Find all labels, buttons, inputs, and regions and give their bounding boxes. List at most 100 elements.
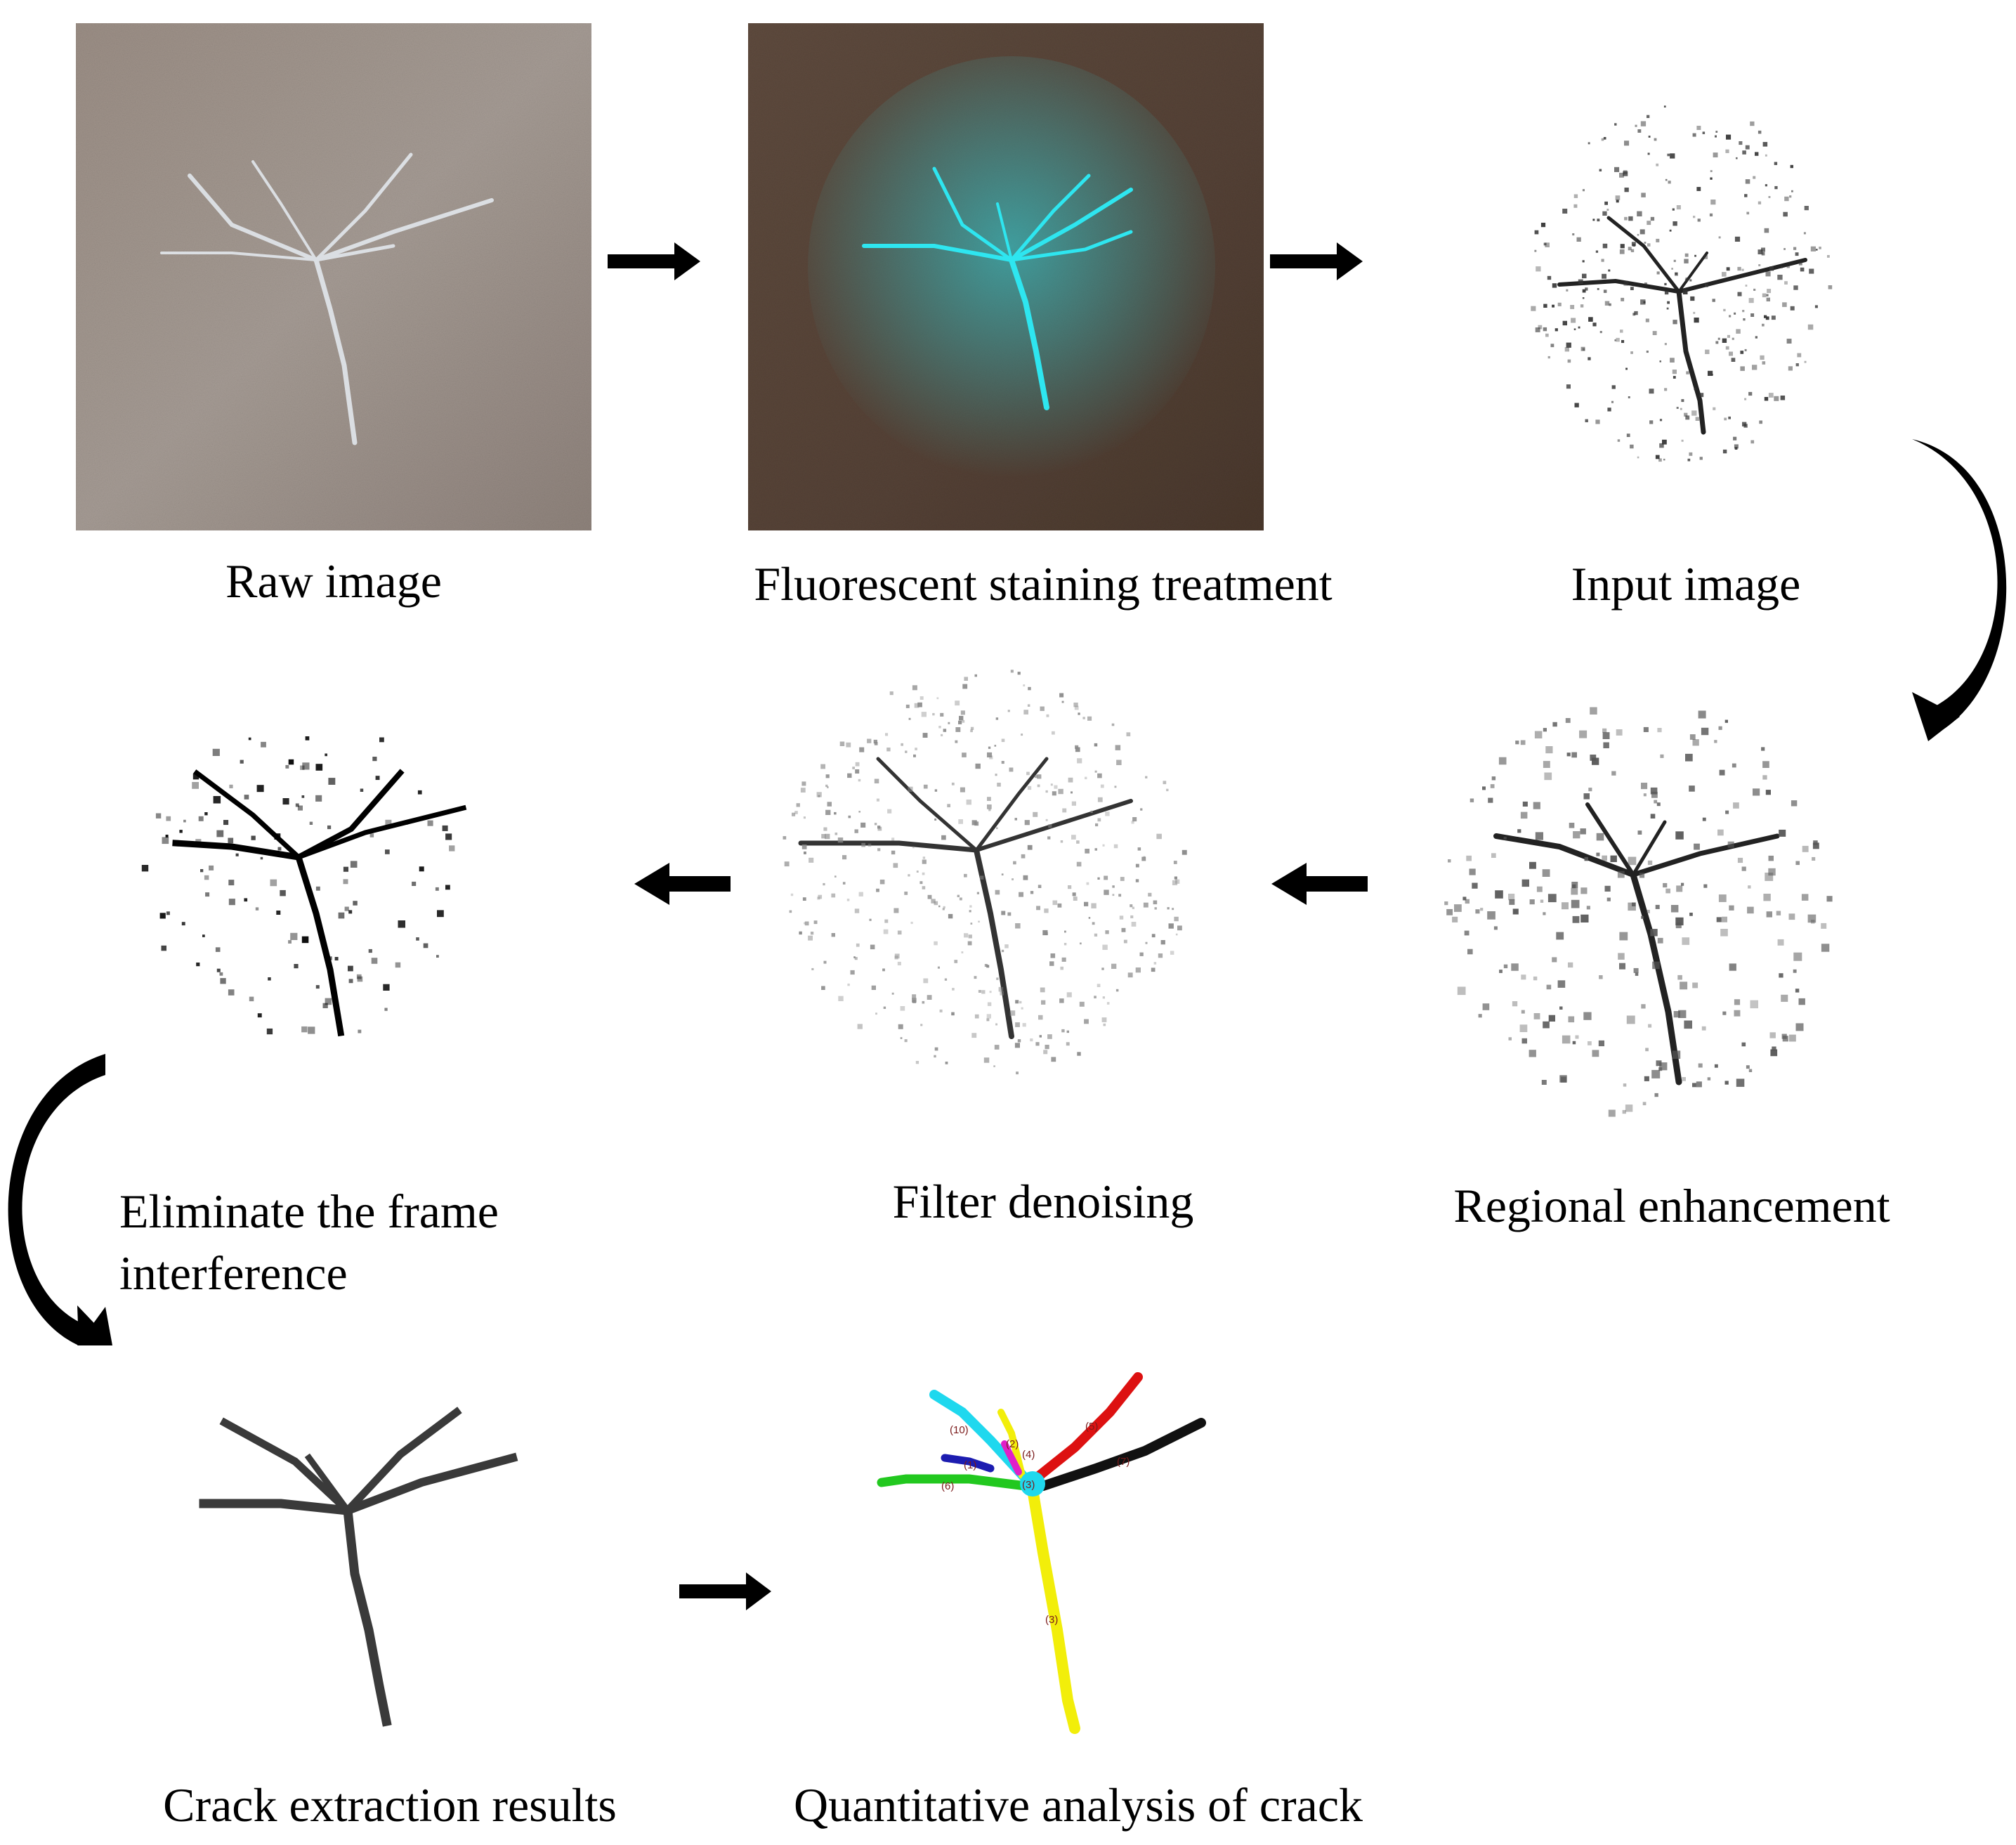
noise-speck [1027, 845, 1033, 850]
noise-speck [1105, 930, 1109, 934]
noise-speck [1114, 785, 1117, 788]
noise-speck [905, 750, 908, 753]
noise-speck [1075, 745, 1079, 749]
noise-speck [1508, 1037, 1512, 1041]
noise-speck [837, 837, 844, 843]
noise-speck [1050, 953, 1056, 958]
noise-speck [995, 1023, 997, 1026]
noise-speck [1637, 211, 1642, 216]
noise-speck [1643, 726, 1649, 732]
noise-speck [1586, 906, 1590, 910]
noise-speck [1015, 1000, 1019, 1004]
noise-speck [1759, 420, 1762, 424]
noise-speck [1698, 1063, 1703, 1068]
noise-speck [1072, 892, 1076, 897]
noise-speck [1765, 271, 1771, 277]
noise-speck [1611, 771, 1616, 776]
noise-speck [857, 1024, 863, 1029]
noise-speck [1082, 717, 1085, 719]
noise-speck [1652, 961, 1660, 970]
noise-speck [1535, 327, 1540, 332]
noise-speck [1610, 855, 1617, 862]
noise-speck [1547, 894, 1557, 903]
noise-speck [970, 726, 974, 730]
noise-speck [1804, 206, 1809, 211]
noise-speck [315, 985, 320, 989]
noise-speck [1583, 793, 1590, 800]
noise-speck [854, 829, 858, 833]
raw-crack [160, 152, 494, 445]
noise-speck [1071, 835, 1076, 840]
noise-speck [1763, 894, 1771, 901]
noise-speck [986, 965, 990, 968]
noise-speck [1160, 940, 1165, 945]
noise-speck [1030, 1038, 1033, 1042]
noise-speck [877, 826, 882, 831]
noise-speck [1585, 287, 1588, 291]
noise-speck [1702, 817, 1706, 821]
noise-speck [228, 880, 235, 886]
noise-speck [1748, 885, 1751, 889]
noise-speck [1762, 761, 1769, 768]
noise-speck [1732, 763, 1736, 768]
noise-speck [1602, 273, 1606, 279]
noise-speck [948, 722, 950, 724]
noise-speck [1670, 905, 1679, 913]
noise-speck [1564, 347, 1569, 352]
noise-speck [1771, 315, 1776, 320]
noise-speck [1744, 398, 1747, 400]
noise-speck [854, 908, 860, 913]
noise-speck [249, 996, 254, 1002]
noise-speck [1698, 710, 1706, 719]
noise-speck [223, 820, 229, 826]
noise-speck [1641, 193, 1646, 197]
noise-speck [1015, 923, 1021, 929]
noise-speck [1557, 980, 1566, 988]
noise-speck [952, 988, 955, 991]
noise-speck [1045, 932, 1048, 935]
noise-speck [1470, 798, 1474, 802]
noise-speck [1722, 916, 1727, 922]
noise-speck [1821, 944, 1830, 952]
noise-speck [1793, 952, 1802, 961]
noise-speck [1694, 387, 1696, 391]
noise-speck [1094, 770, 1097, 773]
noise-speck [1669, 229, 1672, 232]
noise-speck [1713, 152, 1718, 157]
curved-arrow-icon [8, 1054, 112, 1345]
noise-speck [1767, 289, 1772, 294]
noise-speck [1112, 885, 1115, 888]
noise-speck [1714, 1064, 1718, 1068]
noise-speck [1628, 247, 1632, 251]
noise-speck [1800, 267, 1805, 272]
noise-speck [1693, 311, 1696, 314]
noise-speck [1650, 216, 1655, 221]
noise-speck [936, 697, 939, 700]
noise-speck [1060, 966, 1063, 970]
noise-speck [1045, 790, 1048, 793]
noise-speck [1174, 876, 1177, 880]
input-noise [1531, 105, 1833, 462]
noise-speck [183, 819, 186, 823]
noise-speck [1793, 969, 1797, 973]
noise-speck [1783, 211, 1788, 217]
noise-speck [1668, 181, 1671, 184]
noise-speck [1617, 871, 1625, 878]
noise-speck [1611, 400, 1614, 403]
noise-speck [1790, 164, 1793, 169]
noise-speck [1811, 920, 1815, 924]
noise-speck [1699, 393, 1704, 398]
noise-speck [1616, 200, 1619, 203]
noise-speck [1499, 970, 1503, 973]
noise-speck [1135, 879, 1139, 882]
noise-speck [1535, 832, 1543, 840]
noise-speck [1536, 886, 1543, 892]
noise-speck [1017, 1039, 1021, 1043]
noise-speck [1710, 200, 1716, 205]
noise-speck [1802, 845, 1809, 852]
noise-speck [876, 798, 879, 802]
noise-speck [1154, 907, 1157, 910]
noise-speck [971, 1033, 977, 1038]
noise-speck [1690, 296, 1695, 301]
noise-speck [876, 888, 879, 892]
